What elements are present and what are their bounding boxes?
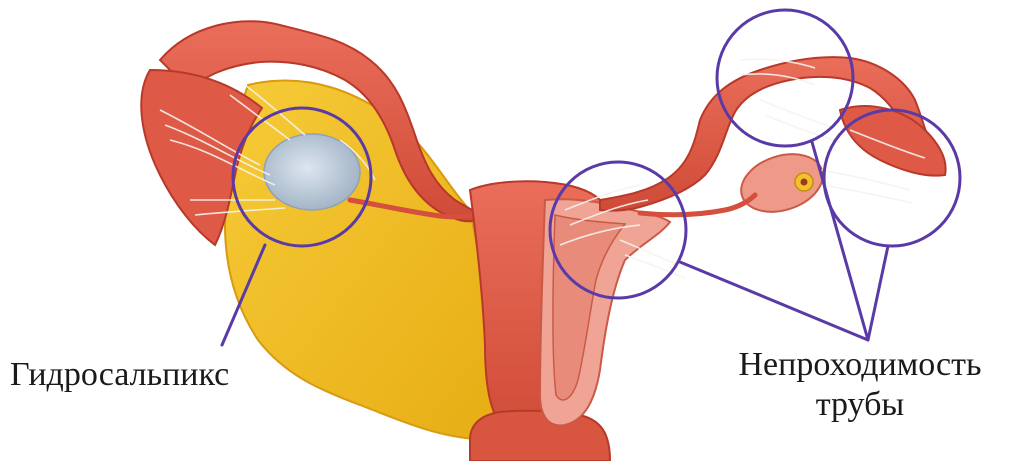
pointer-line-right-3 — [868, 246, 888, 340]
right-fimbria — [840, 106, 946, 176]
hydrosalpinx-sac — [264, 134, 360, 210]
cervix — [470, 411, 610, 461]
pointer-line-right-2 — [812, 142, 868, 340]
label-tube-obstruction-line2: трубы — [700, 385, 1020, 425]
label-hydrosalpinx: Гидросальпикс — [10, 355, 229, 395]
label-tube-obstruction: Непроходимость трубы — [700, 345, 1020, 425]
left-broad-ligament — [225, 80, 499, 440]
pointer-line-right-1 — [680, 262, 868, 340]
ovary-follicle-dot — [801, 179, 808, 186]
label-tube-obstruction-line1: Непроходимость — [700, 345, 1020, 385]
